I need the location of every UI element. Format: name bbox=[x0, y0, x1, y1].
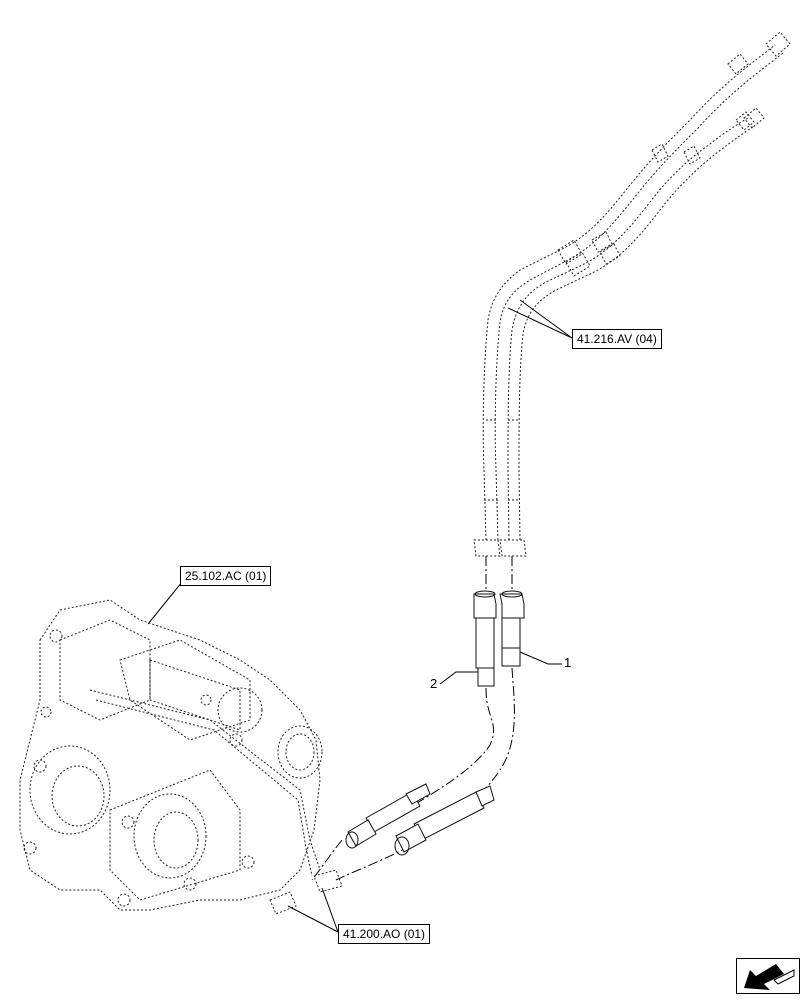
callout-part-1: 1 bbox=[564, 655, 572, 670]
hose-parts bbox=[439, 556, 562, 687]
connection-chain-lines bbox=[311, 667, 515, 881]
valve-body-leader bbox=[147, 581, 183, 625]
return-arrow-icon[interactable] bbox=[736, 958, 800, 994]
hose-assembly-reference bbox=[473, 31, 791, 557]
reference-valve-body[interactable]: 25.102.AC (01) bbox=[180, 566, 272, 586]
lower-fittings bbox=[345, 783, 495, 856]
reference-hose-group[interactable]: 41.216.AV (04) bbox=[572, 329, 662, 349]
reference-fittings[interactable]: 41.200.AO (01) bbox=[338, 924, 431, 944]
fittings-leaders bbox=[287, 887, 339, 933]
hose-reference-leaders bbox=[507, 299, 573, 339]
callout-part-2: 2 bbox=[430, 676, 438, 691]
valve-body-reference bbox=[19, 599, 343, 915]
